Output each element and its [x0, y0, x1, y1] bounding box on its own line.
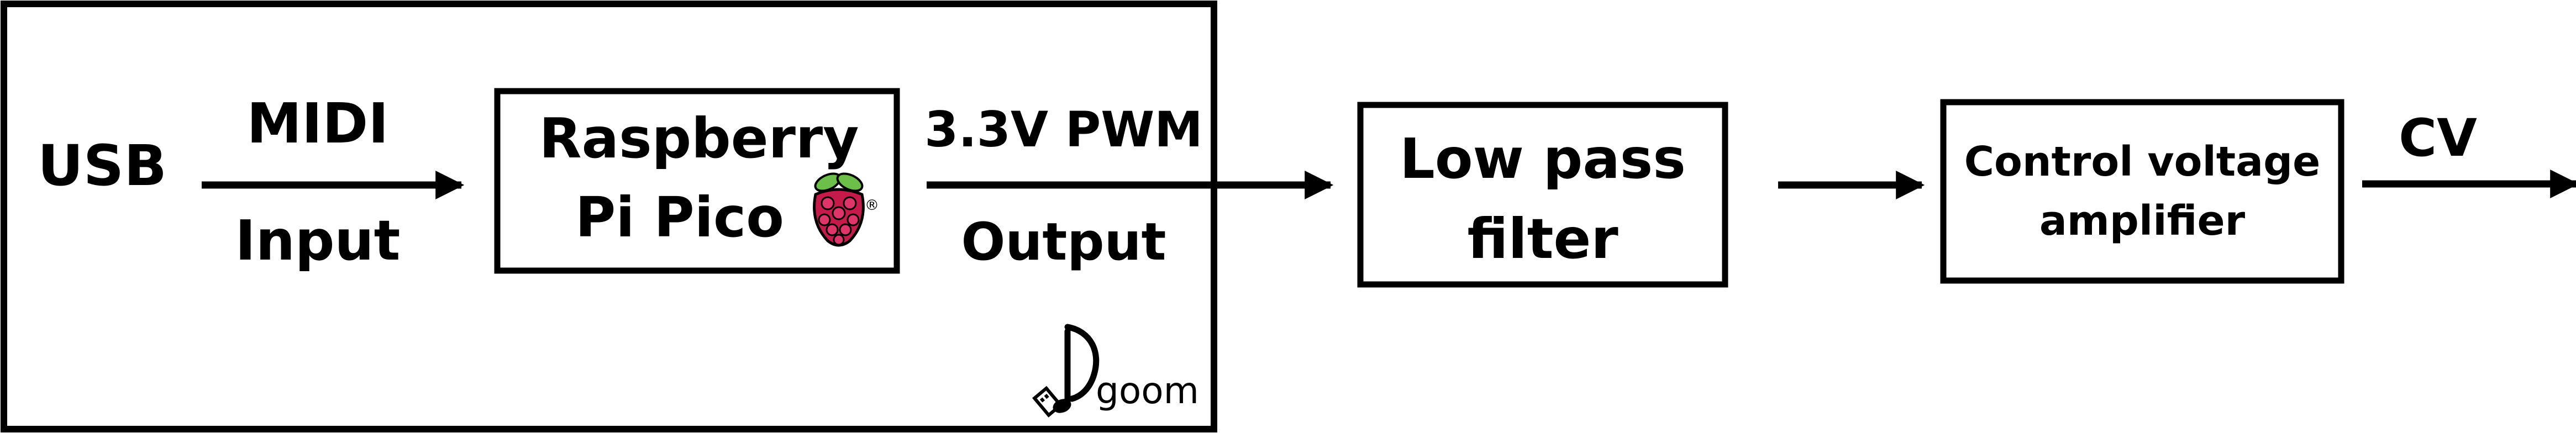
output-label: Output [961, 212, 1166, 272]
low-pass-filter-box [1357, 102, 1728, 288]
pico-line2: Pi Pico [575, 185, 784, 250]
music-note-usb-icon [1032, 324, 1100, 418]
cv-label: CV [2399, 108, 2477, 168]
pwm-label: 3.3V PWM [924, 101, 1203, 158]
device-boundary-box [1, 1, 1217, 432]
input-label: Input [235, 208, 401, 273]
goom-wordmark: goom [1096, 369, 1199, 412]
pico-box [494, 88, 900, 274]
cv-amplifier-box [1940, 99, 2344, 284]
amplifier-line1: Control voltage [1964, 138, 2321, 186]
amplifier-line2: amplifier [2039, 197, 2246, 245]
usb-label: USB [38, 133, 167, 199]
raspberry-pi-logo-icon [813, 172, 865, 247]
filter-line1: Low pass [1400, 126, 1686, 191]
pico-line1: Raspberry [539, 106, 859, 171]
registered-mark: ® [865, 197, 879, 214]
midi-label: MIDI [247, 91, 389, 156]
filter-line2: filter [1467, 207, 1618, 271]
